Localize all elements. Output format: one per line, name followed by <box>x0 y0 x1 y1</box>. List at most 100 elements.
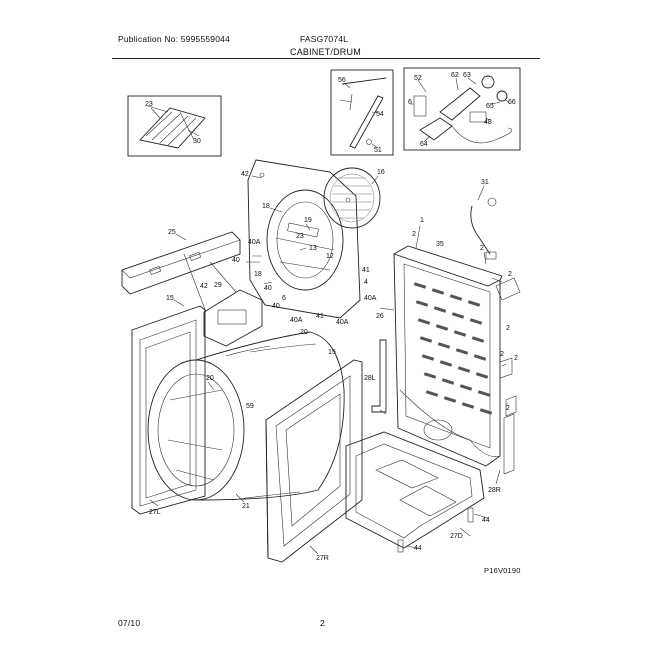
drum <box>147 331 345 501</box>
vent-slot <box>455 348 469 355</box>
callout-29: 29 <box>214 282 222 289</box>
callout-66: 66 <box>508 99 516 106</box>
callout-30: 30 <box>193 138 201 145</box>
footer-page-number: 2 <box>320 618 325 628</box>
right-brackets <box>495 277 521 475</box>
callout-labels: 23 30 56 54 51 52 62 63 6 65 66 48 64 42… <box>145 72 518 562</box>
vent-slot <box>425 390 439 397</box>
header-rule <box>112 58 540 59</box>
footer-date: 07/10 <box>118 618 141 628</box>
callout-54: 54 <box>376 111 384 118</box>
left-hinge-bar <box>371 339 387 413</box>
callout-51: 51 <box>374 147 382 154</box>
callout-1: 1 <box>420 217 424 224</box>
vent-slot <box>453 330 467 337</box>
cabinet-vent-slots <box>413 282 493 415</box>
vent-slot <box>473 354 487 361</box>
vent-slot <box>461 402 475 409</box>
callout-42b: 42 <box>200 283 208 290</box>
callout-2a: 2 <box>412 231 416 238</box>
callout-2b: 2 <box>480 245 484 252</box>
callout-44a: 44 <box>482 517 490 524</box>
vent-slot <box>477 390 491 397</box>
vent-slot <box>435 324 449 331</box>
callout-23b: 23 <box>296 233 304 240</box>
front-top-rail <box>121 231 241 295</box>
vent-slot <box>443 396 457 403</box>
callout-44b: 44 <box>414 545 422 552</box>
rear-bulkhead <box>247 159 361 319</box>
callout-59: 59 <box>246 403 254 410</box>
callout-2c: 2 <box>508 271 512 278</box>
callout-31: 31 <box>481 179 489 186</box>
vent-slot <box>415 300 429 307</box>
callout-12: 12 <box>326 253 334 260</box>
vent-slot <box>479 408 493 415</box>
front-panel <box>265 359 363 563</box>
callout-41: 41 <box>362 267 370 274</box>
callout-27r: 27R <box>316 555 329 562</box>
vent-slot <box>471 336 485 343</box>
callout-2d: 2 <box>506 325 510 332</box>
callout-40-3: 40 <box>272 303 280 310</box>
callout-35: 35 <box>436 241 444 248</box>
callout-20: 20 <box>300 329 308 336</box>
callout-41b: 41 <box>316 313 324 320</box>
vent-slot <box>469 318 483 325</box>
callout-63: 63 <box>463 72 471 79</box>
callout-48: 48 <box>484 119 492 126</box>
callout-15: 15 <box>166 295 174 302</box>
callout-42: 42 <box>241 171 249 178</box>
inset-box-lint-duct <box>330 69 394 156</box>
vent-slot <box>441 378 455 385</box>
callout-2g: 2 <box>506 405 510 412</box>
callout-20b: 20 <box>206 375 214 382</box>
callout-40a-1: 40A <box>248 239 261 246</box>
vent-slot <box>417 318 431 325</box>
leader-lines <box>149 77 511 555</box>
callout-40-1: 40 <box>232 257 240 264</box>
callout-19: 19 <box>304 217 312 224</box>
vent-slot <box>433 306 447 313</box>
callout-65: 65 <box>486 103 494 110</box>
callout-40-2: 40 <box>264 285 272 292</box>
vent-slot <box>437 342 451 349</box>
callout-56: 56 <box>338 77 346 84</box>
vent-slot <box>451 312 465 319</box>
vent-slot <box>423 372 437 379</box>
vent-slot <box>413 282 427 289</box>
callout-27l: 27L <box>149 509 161 516</box>
diagram-id: P16V0190 <box>484 566 521 575</box>
vent-slot <box>475 372 489 379</box>
callout-15b: 15 <box>328 349 336 356</box>
cabinet-right-panel <box>393 245 503 467</box>
callout-40a-4: 40A <box>336 319 349 326</box>
publication-number: Publication No: 5995559044 <box>118 34 231 44</box>
section-title: CABINET/DRUM <box>290 47 361 57</box>
inset-box-filter <box>127 95 222 157</box>
wiring-harness <box>470 197 497 260</box>
callout-16: 16 <box>377 169 385 176</box>
vent-slot <box>467 300 481 307</box>
callout-28l: 28L <box>364 375 376 382</box>
vent-slot <box>421 354 435 361</box>
vent-slot <box>419 336 433 343</box>
callout-27d: 27D <box>450 533 463 540</box>
cabinet-base <box>345 431 485 549</box>
callout-40a-2: 40A <box>364 295 377 302</box>
vent-slot <box>457 366 471 373</box>
model-number: FASG7074L <box>300 34 349 44</box>
callout-26: 26 <box>376 313 384 320</box>
callout-2f: 2 <box>514 355 518 362</box>
callout-23: 23 <box>145 101 153 108</box>
leveling-legs <box>397 507 474 553</box>
exhaust-screen <box>323 167 381 229</box>
inset-door-switch <box>183 253 263 347</box>
callout-62: 62 <box>451 72 459 79</box>
vent-slot <box>449 294 463 301</box>
callout-18b: 18 <box>254 271 262 278</box>
callout-13: 13 <box>309 245 317 252</box>
vent-slot <box>439 360 453 367</box>
callout-4: 4 <box>364 279 368 286</box>
